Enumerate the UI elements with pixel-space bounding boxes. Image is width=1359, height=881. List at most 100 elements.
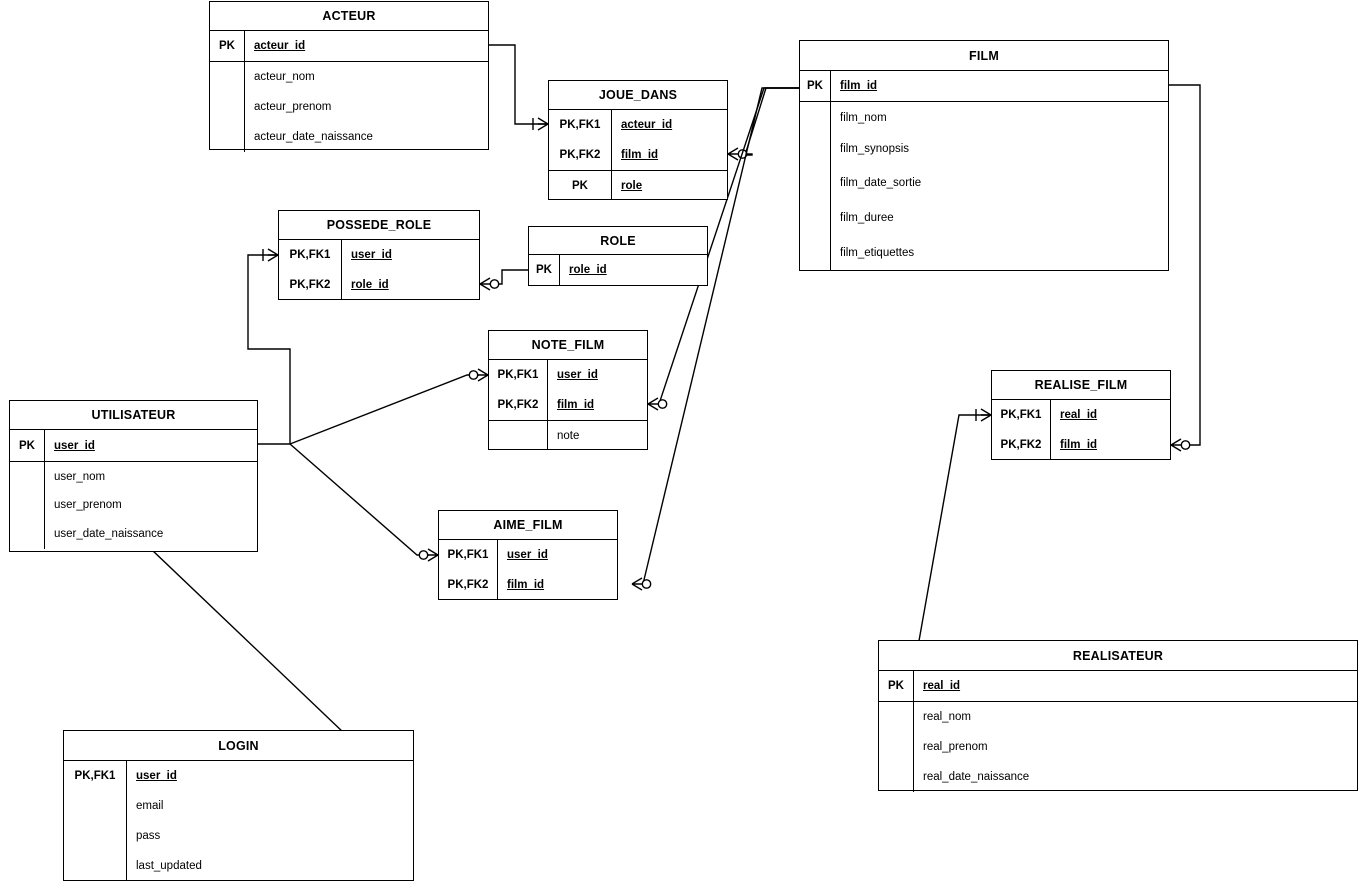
attribute-row-realisateur-prenom[interactable]: real_prenom	[879, 732, 1357, 762]
key-label: PK,FK2	[289, 278, 331, 291]
attribute-row-utilisateur-prenom[interactable]: user_prenom	[10, 491, 257, 519]
entity-joue-dans[interactable]: JOUE_DANS PK,FK1 acteur_id PK,FK2 film_i…	[548, 80, 728, 200]
key-label: PK	[807, 80, 823, 92]
attribute-row-login-email[interactable]: email	[64, 791, 413, 821]
attribute-name: film_id	[1050, 430, 1170, 459]
attribute-row-note-film-film-id[interactable]: PK,FK2 film_id	[489, 390, 647, 420]
key-label: PK,FK1	[559, 119, 601, 131]
attribute-row-film-duree[interactable]: film_duree	[800, 200, 1168, 235]
attribute-row-realisateur-nom[interactable]: real_nom	[879, 702, 1357, 732]
key-label	[10, 519, 44, 549]
attribute-name: acteur_id	[244, 31, 488, 61]
attribute-row-realise-film-film-id[interactable]: PK,FK2 film_id	[992, 430, 1170, 459]
key-label: PK,FK1	[74, 770, 116, 782]
key-label: PK,FK2	[1000, 438, 1042, 451]
attribute-name: real_id	[1050, 400, 1170, 430]
key-group-joue-dans: PK,FK1 acteur_id PK,FK2 film_id	[549, 110, 727, 170]
attribute-row-joue-dans-acteur-id[interactable]: PK,FK1 acteur_id	[549, 110, 727, 140]
attribute-name: film_id	[547, 390, 647, 420]
key-group-note-film: PK,FK1 user_id PK,FK2 film_id	[489, 360, 647, 420]
connector-acteur-joue_dans	[489, 44, 548, 125]
attribute-row-possede-role-user-id[interactable]: PK,FK1 user_id	[279, 240, 479, 270]
attribute-row-film-etiquettes[interactable]: film_etiquettes	[800, 235, 1168, 270]
crowsfoot-possede_role-utilisateur	[262, 248, 279, 262]
attribute-row-note-film-note[interactable]: note	[489, 421, 647, 450]
entity-realisateur[interactable]: REALISATEUR PK real_id real_nom real_pre…	[878, 640, 1358, 792]
crowsfoot-aime_film-film	[631, 577, 652, 591]
attribute-row-note-film-user-id[interactable]: PK,FK1 user_id	[489, 360, 647, 390]
connector-utilisateur-aime_film	[289, 443, 429, 556]
attribute-row-acteur-nom[interactable]: acteur_nom	[210, 62, 488, 92]
attribute-row-realisateur-date-naissance[interactable]: real_date_naissance	[879, 762, 1357, 792]
attribute-name: note	[547, 421, 647, 450]
entity-role[interactable]: ROLE PK role_id	[528, 226, 708, 286]
attribute-name: film_etiquettes	[830, 235, 1168, 270]
key-label	[210, 62, 244, 92]
key-label	[800, 133, 830, 165]
attribute-row-utilisateur-nom[interactable]: user_nom	[10, 462, 257, 491]
entity-film[interactable]: FILM PK film_id film_nom film_synopsis f…	[799, 40, 1169, 271]
key-label	[210, 122, 244, 152]
attribute-name: film_id	[497, 570, 617, 599]
attribute-row-film-synopsis[interactable]: film_synopsis	[800, 133, 1168, 165]
attr-group-realisateur: real_nom real_prenom real_date_naissance	[879, 701, 1357, 792]
entity-utilisateur[interactable]: UTILISATEUR PK user_id user_nom user_pre…	[9, 400, 258, 552]
attribute-row-acteur-prenom[interactable]: acteur_prenom	[210, 92, 488, 122]
entity-title-realisateur: REALISATEUR	[879, 641, 1357, 671]
entity-note-film[interactable]: NOTE_FILM PK,FK1 user_id PK,FK2 film_id …	[488, 330, 648, 450]
crowsfoot-realise_film-realisateur	[975, 408, 992, 422]
entity-possede-role[interactable]: POSSEDE_ROLE PK,FK1 user_id PK,FK2 role_…	[278, 210, 480, 300]
attribute-row-utilisateur-user-id[interactable]: PK user_id	[10, 430, 257, 461]
attribute-row-film-nom[interactable]: film_nom	[800, 102, 1168, 133]
attribute-name: film_duree	[830, 200, 1168, 235]
crowsfoot-realise_film-film	[1170, 438, 1191, 452]
attribute-row-login-last-updated[interactable]: last_updated	[64, 851, 413, 881]
attribute-name: user_id	[547, 360, 647, 390]
attribute-row-utilisateur-date-naissance[interactable]: user_date_naissance	[10, 519, 257, 549]
attribute-name: user_id	[126, 761, 413, 791]
key-label: PK	[572, 179, 588, 192]
key-group-realisateur: PK real_id	[879, 671, 1357, 701]
attribute-name: real_id	[913, 671, 1357, 701]
attribute-row-login-pass[interactable]: pass	[64, 821, 413, 851]
key-label	[879, 702, 913, 732]
crowsfoot-joue_dans-acteur	[532, 117, 549, 131]
attribute-name: role_id	[341, 270, 479, 299]
key-group-possede-role: PK,FK1 user_id PK,FK2 role_id	[279, 240, 479, 299]
attribute-row-aime-film-film-id[interactable]: PK,FK2 film_id	[439, 570, 617, 599]
attribute-row-possede-role-role-id[interactable]: PK,FK2 role_id	[279, 270, 479, 299]
key-label	[64, 821, 126, 851]
entity-acteur[interactable]: ACTEUR PK acteur_id acteur_nom acteur_pr…	[209, 1, 489, 152]
attribute-row-film-date-sortie[interactable]: film_date_sortie	[800, 165, 1168, 200]
attribute-name: last_updated	[126, 851, 413, 881]
attribute-row-realisateur-real-id[interactable]: PK real_id	[879, 671, 1357, 701]
entity-login[interactable]: LOGIN PK,FK1 user_id email pass last_upd…	[63, 730, 414, 881]
key-label	[10, 491, 44, 519]
entity-title-realise-film: REALISE_FILM	[992, 371, 1170, 400]
entity-realise-film[interactable]: REALISE_FILM PK,FK1 real_id PK,FK2 film_…	[991, 370, 1171, 460]
crowsfoot-possede_role-role	[479, 277, 500, 291]
key-label: PK,FK1	[1000, 409, 1042, 421]
attribute-row-acteur-id[interactable]: PK acteur_id	[210, 31, 488, 61]
attribute-row-login-user-id[interactable]: PK,FK1 user_id	[64, 761, 413, 791]
entity-title-note-film: NOTE_FILM	[489, 331, 647, 360]
attribute-row-realise-film-real-id[interactable]: PK,FK1 real_id	[992, 400, 1170, 430]
entity-aime-film[interactable]: AIME_FILM PK,FK1 user_id PK,FK2 film_id	[438, 510, 618, 600]
attribute-row-role-id[interactable]: PK role_id	[529, 255, 707, 285]
attribute-name: role	[611, 171, 727, 200]
key-group-acteur: PK acteur_id	[210, 31, 488, 61]
key-label	[800, 235, 830, 270]
connector-film-joue_dans	[742, 87, 799, 156]
attribute-name: user_id	[341, 240, 479, 270]
attribute-row-joue-dans-film-id[interactable]: PK,FK2 film_id	[549, 140, 727, 170]
attribute-name: acteur_date_naissance	[244, 122, 488, 152]
attribute-name: user_date_naissance	[44, 519, 257, 549]
attribute-row-joue-dans-role[interactable]: PK role	[549, 171, 727, 200]
entity-title-role: ROLE	[529, 227, 707, 255]
attribute-row-film-id[interactable]: PK film_id	[800, 71, 1168, 101]
key-label: PK	[888, 680, 904, 692]
attribute-name: real_prenom	[913, 732, 1357, 762]
attribute-row-aime-film-user-id[interactable]: PK,FK1 user_id	[439, 540, 617, 570]
attribute-name: film_nom	[830, 102, 1168, 133]
attribute-row-acteur-date-naissance[interactable]: acteur_date_naissance	[210, 122, 488, 152]
